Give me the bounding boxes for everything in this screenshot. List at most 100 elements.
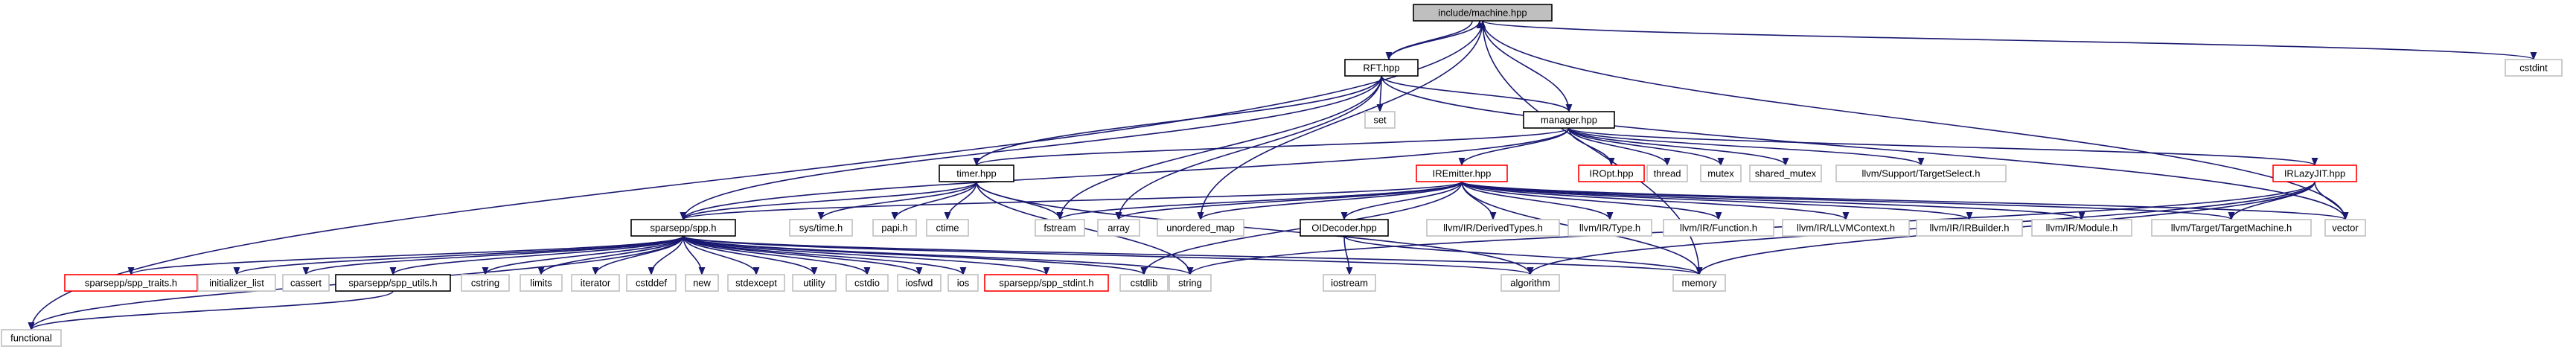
node-box bbox=[1364, 111, 1396, 129]
graph-node-irfunction[interactable]: llvm/IR/Function.h bbox=[1663, 219, 1774, 237]
node-box bbox=[1567, 219, 1652, 237]
graph-node-iosfwd[interactable]: iosfwd bbox=[897, 274, 942, 292]
graph-node-utility[interactable]: utility bbox=[792, 274, 837, 292]
edge-manager-to-mutex bbox=[1568, 127, 1725, 167]
graph-node-iremitter[interactable]: IREmitter.hpp bbox=[1416, 164, 1508, 182]
graph-node-algorithm[interactable]: algorithm bbox=[1500, 274, 1560, 292]
graph-node-spp-stdint[interactable]: sparsepp/spp_stdint.h bbox=[984, 274, 1109, 292]
graph-node-spp-traits[interactable]: sparsepp/spp_traits.h bbox=[64, 274, 198, 292]
node-box bbox=[947, 274, 979, 292]
node-box bbox=[197, 274, 276, 292]
graph-node-shared-mutex[interactable]: shared_mutex bbox=[1749, 164, 1822, 182]
graph-node-oidecoder[interactable]: OIDecoder.hpp bbox=[1300, 219, 1389, 237]
node-label: iterator bbox=[581, 277, 611, 288]
graph-node-initializer-list[interactable]: initializer_list bbox=[197, 274, 276, 292]
graph-node-new[interactable]: new bbox=[685, 274, 719, 292]
node-label: cstdio bbox=[854, 277, 880, 288]
edge-spp-utils-to-functional bbox=[28, 290, 394, 331]
edge-spp-to-algorithm bbox=[683, 235, 1533, 276]
node-box bbox=[630, 219, 736, 237]
edge-rft-to-machine bbox=[1388, 19, 1483, 60]
node-label: cassert bbox=[290, 277, 322, 288]
node-box bbox=[897, 274, 942, 292]
graph-node-ctime[interactable]: ctime bbox=[926, 219, 969, 237]
graph-node-cstring[interactable]: cstring bbox=[461, 274, 510, 292]
edge-spp-to-cstddef bbox=[648, 235, 684, 276]
node-label: llvm/IR/Type.h bbox=[1579, 222, 1640, 233]
node-label: papi.h bbox=[881, 222, 907, 233]
graph-node-functional[interactable]: functional bbox=[1, 329, 62, 347]
graph-node-ios[interactable]: ios bbox=[947, 274, 979, 292]
graph-node-fstream[interactable]: fstream bbox=[1035, 219, 1085, 237]
edge-irlazyjit-to-vector bbox=[2314, 181, 2349, 221]
node-label: IROpt.hpp bbox=[1589, 167, 1633, 179]
edge-spp-to-string bbox=[683, 235, 1194, 276]
edge-iremitter-to-unordered-map bbox=[1197, 181, 1463, 221]
graph-node-string[interactable]: string bbox=[1169, 274, 1212, 292]
graph-node-spp-utils[interactable]: sparsepp/spp_utils.h bbox=[335, 274, 451, 292]
graph-node-unordered-map[interactable]: unordered_map bbox=[1157, 219, 1244, 237]
graph-node-memory[interactable]: memory bbox=[1672, 274, 1726, 292]
graph-node-mutex[interactable]: mutex bbox=[1700, 164, 1742, 182]
graph-node-llvmcontext[interactable]: llvm/IR/LLVMContext.h bbox=[1782, 219, 1910, 237]
graph-node-papi[interactable]: papi.h bbox=[872, 219, 917, 237]
node-box bbox=[520, 274, 563, 292]
edge-oidecoder-to-memory bbox=[1343, 235, 1703, 276]
edge-timer-to-systime bbox=[817, 181, 977, 221]
graph-node-systime[interactable]: sys/time.h bbox=[789, 219, 853, 237]
graph-node-stdexcept[interactable]: stdexcept bbox=[727, 274, 785, 292]
graph-node-rft[interactable]: RFT.hpp bbox=[1344, 59, 1419, 77]
edge-spp-to-cassert bbox=[302, 235, 684, 276]
graph-node-limits[interactable]: limits bbox=[520, 274, 563, 292]
graph-node-manager[interactable]: manager.hpp bbox=[1523, 111, 1615, 129]
edge-rft-to-spp bbox=[680, 75, 1382, 221]
node-box bbox=[1700, 164, 1742, 182]
edge-iremitter-to-array bbox=[1115, 181, 1463, 221]
graph-node-array[interactable]: array bbox=[1097, 219, 1140, 237]
edge-iremitter-to-llvmcontext bbox=[1461, 181, 1850, 221]
node-box bbox=[2151, 219, 2312, 237]
edge-rft-to-array bbox=[1115, 75, 1382, 221]
graph-node-timer[interactable]: timer.hpp bbox=[939, 164, 1014, 182]
graph-node-irlazyjit[interactable]: IRLazyJIT.hpp bbox=[2272, 164, 2357, 182]
graph-node-spp[interactable]: sparsepp/spp.h bbox=[630, 219, 736, 237]
edge-manager-to-targetselect bbox=[1568, 127, 1925, 167]
graph-node-cstddef[interactable]: cstddef bbox=[626, 274, 677, 292]
graph-node-derivedtypes[interactable]: llvm/IR/DerivedTypes.h bbox=[1426, 219, 1560, 237]
graph-node-targetselect[interactable]: llvm/Support/TargetSelect.h bbox=[1835, 164, 2007, 182]
edge-manager-to-timer bbox=[973, 127, 1570, 167]
node-label: mutex bbox=[1707, 167, 1734, 179]
edge-spp-to-memory bbox=[683, 235, 1702, 276]
graph-node-irmodule[interactable]: llvm/IR/Module.h bbox=[2031, 219, 2132, 237]
graph-node-thread[interactable]: thread bbox=[1646, 164, 1688, 182]
graph-node-cstdlib[interactable]: cstdlib bbox=[1119, 274, 1169, 292]
node-box bbox=[1749, 164, 1822, 182]
node-box bbox=[2324, 219, 2366, 237]
node-box bbox=[1646, 164, 1688, 182]
edge-timer-to-spp bbox=[680, 181, 977, 221]
graph-node-iropt[interactable]: IROpt.hpp bbox=[1578, 164, 1645, 182]
graph-node-irtype[interactable]: llvm/IR/Type.h bbox=[1567, 219, 1652, 237]
graph-node-cassert[interactable]: cassert bbox=[282, 274, 330, 292]
node-label: llvm/IR/DerivedTypes.h bbox=[1443, 222, 1543, 233]
edge-rft-to-timer bbox=[973, 75, 1382, 167]
node-box bbox=[626, 274, 677, 292]
edge-spp-to-spp-utils bbox=[389, 235, 684, 276]
graph-node-cstdio[interactable]: cstdio bbox=[846, 274, 889, 292]
node-box bbox=[1426, 219, 1560, 237]
node-label: cstdint bbox=[2519, 62, 2548, 73]
graph-node-machine[interactable]: include/machine.hpp bbox=[1413, 4, 1553, 22]
edge-machine-to-unordered-map bbox=[1197, 20, 1483, 221]
edge-timer-to-ctime bbox=[944, 181, 977, 221]
node-label: vector bbox=[2332, 222, 2359, 233]
graph-node-vector[interactable]: vector bbox=[2324, 219, 2366, 237]
graph-node-set[interactable]: set bbox=[1364, 111, 1396, 129]
graph-node-iostream[interactable]: iostream bbox=[1323, 274, 1376, 292]
edge-iremitter-to-irmodule bbox=[1461, 181, 2086, 221]
node-label: timer.hpp bbox=[956, 167, 996, 179]
graph-node-irbuilder[interactable]: llvm/IR/IRBuilder.h bbox=[1916, 219, 2023, 237]
graph-node-targetmachine[interactable]: llvm/Target/TargetMachine.h bbox=[2151, 219, 2312, 237]
graph-node-cstdint[interactable]: cstdint bbox=[2505, 59, 2563, 77]
node-box bbox=[1300, 219, 1389, 237]
graph-node-iterator[interactable]: iterator bbox=[571, 274, 620, 292]
